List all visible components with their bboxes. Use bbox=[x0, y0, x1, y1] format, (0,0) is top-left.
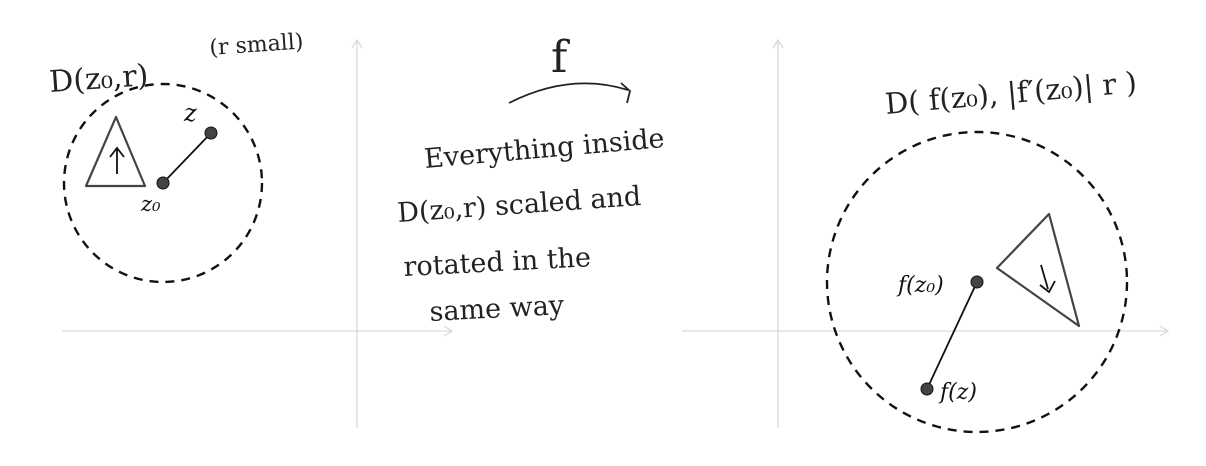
image-arrow-shaft bbox=[1040, 264, 1049, 290]
label-fz: f(z) bbox=[938, 380, 977, 405]
point-z bbox=[204, 126, 218, 140]
left-x-arrowhead bbox=[443, 325, 454, 337]
right-y-arrowhead bbox=[772, 38, 784, 49]
point-fz0 bbox=[970, 275, 984, 289]
right-disk-group: f(z₀) f(z) bbox=[825, 130, 1129, 434]
small-triangle bbox=[84, 115, 147, 188]
disk-z0-r bbox=[62, 82, 264, 284]
caption-line-2: D(z₀,r) scaled and bbox=[396, 181, 642, 229]
map-arc bbox=[508, 82, 629, 104]
right-disk-label: D( f(z₀), |f′(z₀)| r ) bbox=[884, 65, 1139, 121]
caption-line-1: Everything inside bbox=[423, 123, 666, 175]
r-small-note: (r small) bbox=[209, 29, 305, 60]
caption-line-4: same way bbox=[429, 290, 566, 328]
map-arc-arrowhead bbox=[620, 82, 632, 104]
map-f-label: f bbox=[551, 32, 570, 83]
label-fz0: f(z₀) bbox=[896, 273, 944, 298]
label-z0: z₀ bbox=[140, 192, 161, 216]
small-arrow-head bbox=[109, 146, 125, 158]
right-x-arrowhead bbox=[1159, 325, 1170, 337]
caption-line-3: rotated in the bbox=[403, 242, 592, 283]
left-axes bbox=[62, 38, 454, 428]
left-disk-group: z z₀ bbox=[62, 82, 264, 284]
image-arrow-head bbox=[1039, 280, 1056, 294]
segment-fz0-fz bbox=[926, 281, 978, 390]
point-fz bbox=[920, 382, 934, 396]
right-axes bbox=[682, 38, 1170, 428]
image-triangle bbox=[995, 212, 1081, 328]
disk-fz0-scaled bbox=[825, 130, 1129, 434]
segment-z0-z bbox=[162, 132, 212, 184]
point-z0 bbox=[156, 176, 170, 190]
left-disk-label: D(z₀,r) bbox=[48, 58, 149, 100]
label-z: z bbox=[183, 99, 197, 127]
left-y-arrowhead bbox=[351, 38, 363, 49]
caption: Everything inside D(z₀,r) scaled and rot… bbox=[396, 123, 665, 328]
